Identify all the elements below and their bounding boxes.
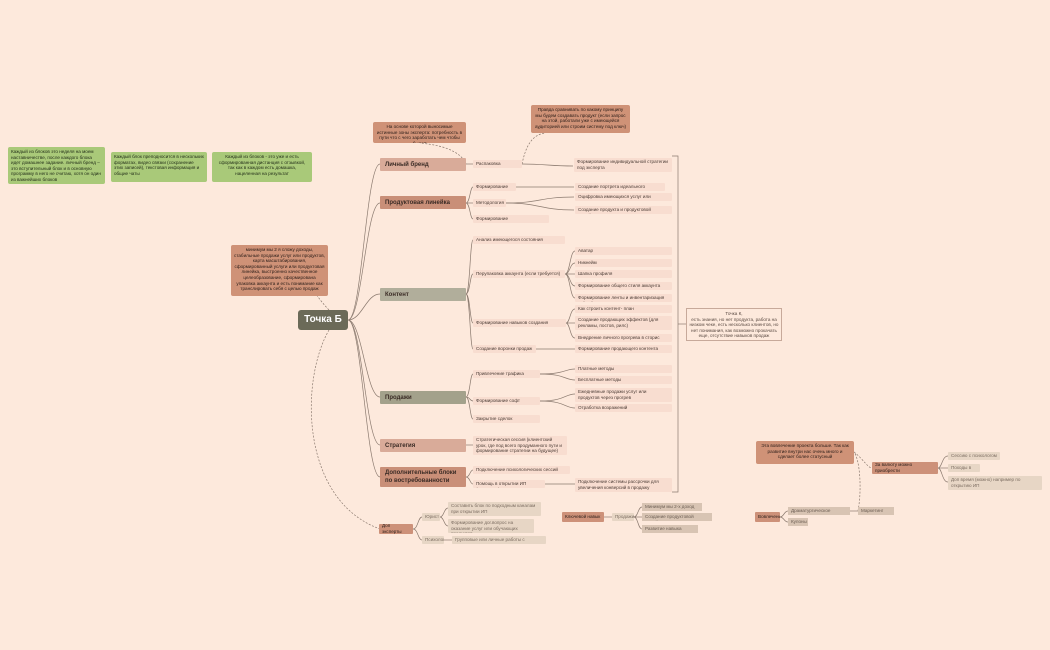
content-leaf-feed[interactable]: Формирование ленты и инвентаризация хайл… bbox=[575, 294, 672, 302]
value-item-1[interactable]: Сессию с психологом bbox=[948, 452, 1000, 460]
product-child-ca[interactable]: Формирование ЦА bbox=[473, 183, 516, 191]
content-leaf-header[interactable]: Шапка профиля bbox=[575, 270, 672, 278]
note-top-left: На основе которой выносимые истинные зон… bbox=[373, 122, 466, 143]
content-child-repack[interactable]: Перупаковка аккаунта (если требуется) bbox=[473, 270, 565, 278]
root-node[interactable]: Точка Б bbox=[298, 310, 348, 330]
sales-child-closing[interactable]: Закрытие сделок bbox=[473, 415, 540, 423]
product-leaf-create[interactable]: Создание продукта и продуктовой линейки bbox=[575, 206, 672, 214]
content-leaf-style[interactable]: Формирование общего стиля аккаунта bbox=[575, 282, 672, 290]
sales-leaf-paid[interactable]: Платные методы bbox=[575, 365, 672, 373]
content-leaf-effects[interactable]: Создание продающих эффектов (для рекламы… bbox=[575, 316, 672, 330]
engagement-note: Эта вовлечение проекта больше. Так как р… bbox=[756, 441, 854, 464]
content-child-analysis[interactable]: Анализ имеющегося состояния аккаунта bbox=[473, 236, 565, 244]
sales-child-traffic[interactable]: Привлечение трафика bbox=[473, 370, 540, 378]
engagement-item-1[interactable]: Драматургическое вовлечение bbox=[788, 507, 850, 515]
experts-lawyer[interactable]: Юрист bbox=[422, 513, 440, 521]
link-product bbox=[347, 202, 381, 321]
content-child-funnel[interactable]: Создание воронки продаж bbox=[473, 345, 536, 353]
green-note-1: Каждый из блоков это неделя на моем наст… bbox=[8, 147, 105, 184]
link-brand bbox=[347, 163, 381, 321]
note-left-center: минимум мы 2 я сложу доходы, стабильные … bbox=[231, 245, 328, 296]
branch-product-line[interactable]: Продуктовая линейка bbox=[380, 196, 466, 209]
key-skill-item-2[interactable]: Создание продуктовой линейки bbox=[642, 513, 712, 521]
branch-personal-brand[interactable]: Личный бренд bbox=[380, 158, 466, 171]
extra-ip[interactable]: Помощь в открытии ИП (продажу?) bbox=[473, 480, 545, 488]
content-leaf-nickname[interactable]: Никнейм bbox=[575, 259, 672, 267]
sales-leaf-objections[interactable]: Отработка возражений bbox=[575, 404, 672, 412]
value-item-3[interactable]: Доп время (можно) например по открытию И… bbox=[948, 476, 1042, 490]
experts-lawyer-item-1[interactable]: Составить блок по подходным каналам при … bbox=[448, 502, 541, 516]
value-item-2[interactable]: Походы в спа bbox=[948, 464, 980, 472]
dash-root-experts bbox=[311, 329, 381, 530]
content-leaf-selling[interactable]: Формирование продающего контента bbox=[575, 345, 672, 353]
green-note-3: Каждый из блоков - это уже и есть сформи… bbox=[212, 152, 312, 182]
strategy-session[interactable]: Стратегическая сессия (клиентский урок, … bbox=[473, 436, 567, 455]
experts-node[interactable]: Доп эксперты bbox=[379, 524, 413, 534]
engagement-item-2[interactable]: Купоны bbox=[788, 518, 808, 526]
sales-leaf-daily[interactable]: Ежедневные продажи услуг или продуктов ч… bbox=[575, 388, 672, 402]
experts-psychologist[interactable]: Психолог bbox=[422, 536, 444, 544]
sales-leaf-free[interactable]: Бесплатные методы bbox=[575, 376, 672, 384]
content-leaf-plan[interactable]: Как строить контент- план bbox=[575, 305, 672, 313]
content-leaf-stories[interactable]: Внедрение личного прогрева в сторис bbox=[575, 334, 672, 342]
experts-psych-item-1[interactable]: Групповые или личные работы с учениками bbox=[452, 536, 546, 544]
link-strategy bbox=[347, 319, 381, 446]
branch-content[interactable]: Контент bbox=[380, 288, 466, 301]
note-top-right: Правда сравнивать по какому принципу мы … bbox=[531, 105, 630, 133]
branch-extra-blocks[interactable]: Дополнительные блоки по востребованности bbox=[380, 467, 466, 487]
key-skill-node[interactable]: Ключевой навык bbox=[562, 512, 604, 522]
content-leaf-avatar[interactable]: Аватар bbox=[575, 247, 672, 255]
link-extra bbox=[347, 319, 381, 478]
key-skill-item-1[interactable]: Минимум мы 2-х доход bbox=[642, 503, 702, 511]
branch-strategy[interactable]: Стратегия bbox=[380, 439, 466, 452]
value-node[interactable]: За валюту можно приобрести bbox=[872, 462, 938, 474]
key-skill-item-3[interactable]: Развитие навыка продаж bbox=[642, 525, 698, 533]
product-child-position[interactable]: Формирование позиционирования bbox=[473, 215, 549, 223]
extra-leaf-installment[interactable]: Подключение системы рассрочки для увелич… bbox=[575, 478, 672, 492]
green-note-2: Каждый блок преподносится в нескольких ф… bbox=[111, 152, 207, 182]
engagement-dragon[interactable]: Маркетинг дракона bbox=[858, 507, 894, 515]
dash-brand-topright bbox=[521, 132, 546, 165]
note-point-k: Точка К, есть знания, но нет продукта, р… bbox=[686, 308, 782, 341]
branch-sales[interactable]: Продажи bbox=[380, 391, 466, 404]
dash-value-note bbox=[853, 451, 861, 512]
experts-lawyer-item-2[interactable]: Формирование дог.вопрос на оказание услу… bbox=[448, 519, 534, 533]
sales-child-soft[interactable]: Формирование софт скиллов bbox=[473, 397, 540, 405]
extra-psych[interactable]: Подключение психологических сессий bbox=[473, 466, 570, 474]
link-sales bbox=[347, 319, 381, 398]
product-leaf-digitize[interactable]: Оцифровка имеющихся услуг или продуктов bbox=[575, 193, 672, 201]
product-leaf-portrait[interactable]: Создание портрета идеального клиента bbox=[575, 183, 665, 191]
link-content bbox=[347, 293, 381, 321]
key-skill-sales[interactable]: Продажи bbox=[612, 513, 634, 521]
product-child-method[interactable]: Методология bbox=[473, 199, 506, 207]
content-child-skills[interactable]: Формирование навыков создания контента bbox=[473, 319, 566, 327]
brand-leaf[interactable]: Формирование индивидуальной стратегии по… bbox=[574, 158, 672, 172]
engagement-node[interactable]: Вовлечение bbox=[755, 512, 780, 522]
brand-child[interactable]: Распаковка личности bbox=[473, 160, 522, 168]
